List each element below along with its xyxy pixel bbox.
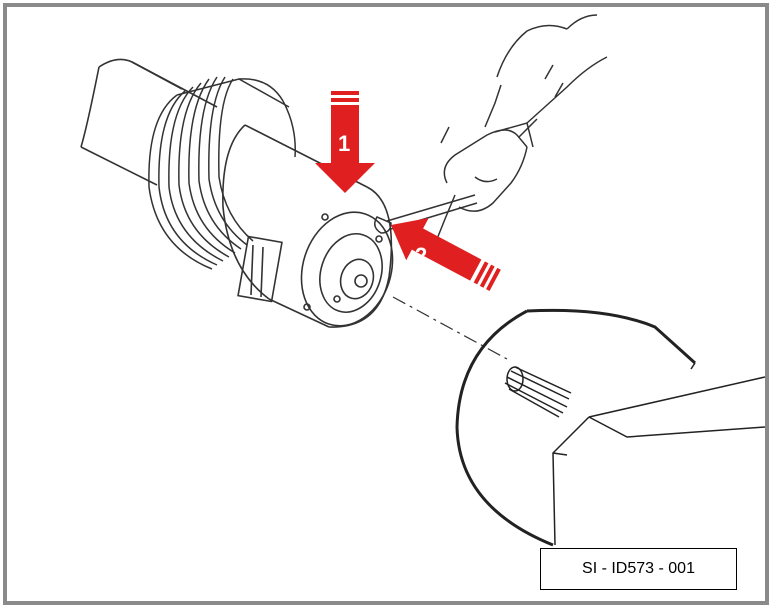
hand-with-wrench xyxy=(374,14,608,240)
technical-illustration: 1 2 xyxy=(80,14,765,547)
diagonal-arrow-icon: 2 xyxy=(415,243,427,268)
axis-line xyxy=(392,296,508,360)
cover xyxy=(455,308,765,547)
callout-arrow-2: 2 xyxy=(391,217,501,291)
reference-code: SI - ID573 - 001 xyxy=(582,560,695,577)
motor-body xyxy=(148,76,296,270)
front-housing xyxy=(222,124,394,328)
figure-frame: 1 2 SI - ID573 - 001 xyxy=(3,3,769,605)
reference-code-box: SI - ID573 - 001 xyxy=(540,548,737,590)
callout-arrow-1: 1 xyxy=(315,91,375,193)
shaft xyxy=(80,58,218,186)
down-arrow-icon: 1 xyxy=(338,131,350,156)
